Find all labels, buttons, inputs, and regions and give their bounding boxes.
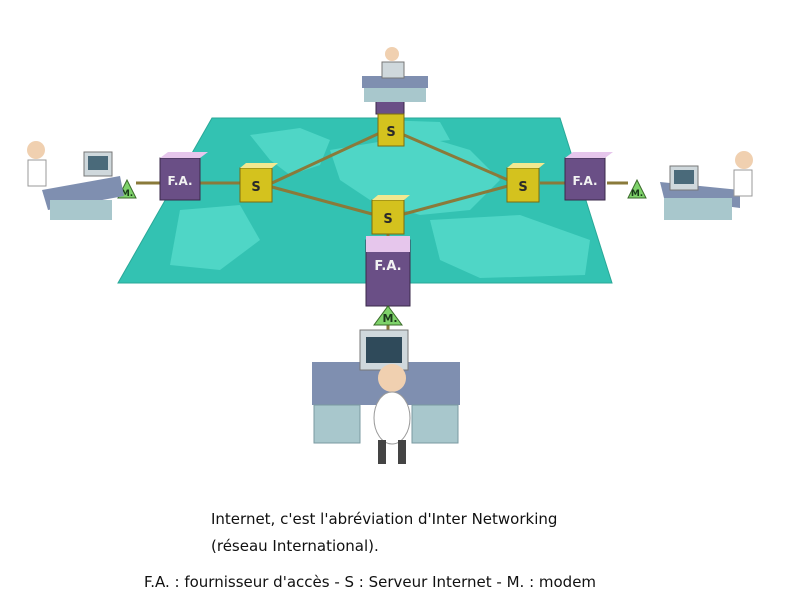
server-box-right: S (506, 163, 545, 203)
caption-legend: F.A. : fournisseur d'accès - S : Serveur… (144, 573, 597, 591)
modem-label-left: M. (121, 189, 133, 199)
modem-right: M. (627, 178, 647, 199)
fa-box-left: F.A. (159, 152, 208, 201)
fa-label-bottom: F.A. (374, 259, 401, 274)
modem-label-bottom: M. (382, 312, 397, 325)
user-head-top-icon (385, 47, 399, 61)
workstation-bottom (312, 329, 460, 464)
server-label-center: S (383, 212, 392, 227)
fa-box-bottom: F.A. (365, 236, 411, 307)
fa-label-right: F.A. (572, 174, 597, 188)
network-links (136, 100, 628, 338)
modem-bottom: M. (373, 305, 403, 326)
caption-line-1: Internet, c'est l'abréviation d'Inter Ne… (211, 510, 558, 528)
fa-label-left: F.A. (167, 174, 192, 188)
europe-map (117, 117, 613, 284)
modem-label-right: M. (631, 189, 643, 199)
fa-box-right: F.A. (564, 152, 613, 201)
workstation-right (660, 151, 753, 220)
workstation-left (27, 141, 124, 220)
caption-line-2: (réseau International). (211, 537, 379, 555)
user-head-left-icon (27, 141, 45, 159)
server-label-right: S (518, 180, 527, 195)
user-head-bottom-icon (378, 364, 406, 392)
server-box-center: S (371, 195, 410, 235)
server-label-top: S (386, 125, 395, 140)
server-label-left: S (251, 180, 260, 195)
user-head-right-icon (735, 151, 753, 169)
workstation-top (362, 47, 428, 102)
server-box-left: S (239, 163, 278, 203)
server-box-top: S (377, 113, 405, 147)
